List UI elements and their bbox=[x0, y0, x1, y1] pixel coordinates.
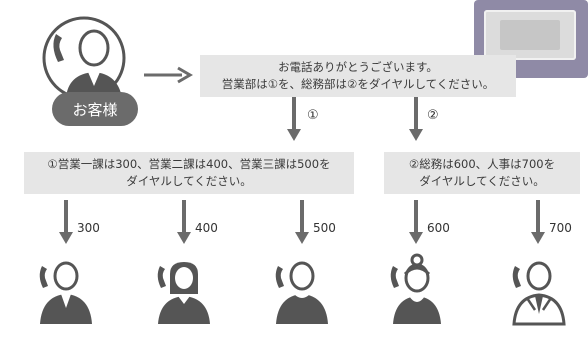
ext-500-label: 500 bbox=[313, 221, 336, 235]
arrow-ext-400 bbox=[177, 200, 191, 244]
person-400-icon bbox=[157, 262, 210, 324]
admin-line-2: ダイヤルしてください。 bbox=[419, 174, 545, 188]
choice-2-label: ② bbox=[427, 108, 439, 123]
person-300-icon bbox=[39, 261, 92, 324]
admin-box: ②総務は600、人事は700を ダイヤルしてください。 bbox=[384, 152, 580, 194]
arrow-choice-1 bbox=[287, 97, 301, 141]
ext-700-label: 700 bbox=[549, 221, 572, 235]
arrow-to-greeting bbox=[144, 66, 193, 84]
person-500-icon bbox=[275, 261, 328, 324]
arrow-ext-700 bbox=[531, 200, 545, 244]
sales-line-2: ダイヤルしてください。 bbox=[126, 174, 252, 188]
arrow-ext-300 bbox=[59, 200, 73, 244]
choice-1-label: ① bbox=[307, 108, 319, 123]
greeting-line-1: お電話ありがとうございます。 bbox=[278, 60, 438, 74]
greeting-box: お電話ありがとうございます。 営業部は①を、総務部は②をダイヤルしてください。 bbox=[200, 55, 516, 97]
arrow-ext-500 bbox=[295, 200, 309, 244]
customer-icon bbox=[42, 16, 126, 100]
greeting-line-2: 営業部は①を、総務部は②をダイヤルしてください。 bbox=[221, 77, 495, 91]
ext-600-label: 600 bbox=[427, 221, 450, 235]
sales-box: ①営業一課は300、営業二課は400、営業三課は500を ダイヤルしてください。 bbox=[24, 152, 354, 194]
admin-line-1: ②総務は600、人事は700を bbox=[408, 157, 556, 171]
arrow-choice-2 bbox=[409, 97, 423, 141]
person-600-icon bbox=[390, 253, 441, 324]
sales-line-1: ①営業一課は300、営業二課は400、営業三課は500を bbox=[47, 157, 331, 171]
customer-label: お客様 bbox=[52, 92, 138, 126]
person-700-icon bbox=[512, 261, 566, 326]
arrow-ext-600 bbox=[409, 200, 423, 244]
ext-300-label: 300 bbox=[77, 221, 100, 235]
ext-400-label: 400 bbox=[195, 221, 218, 235]
